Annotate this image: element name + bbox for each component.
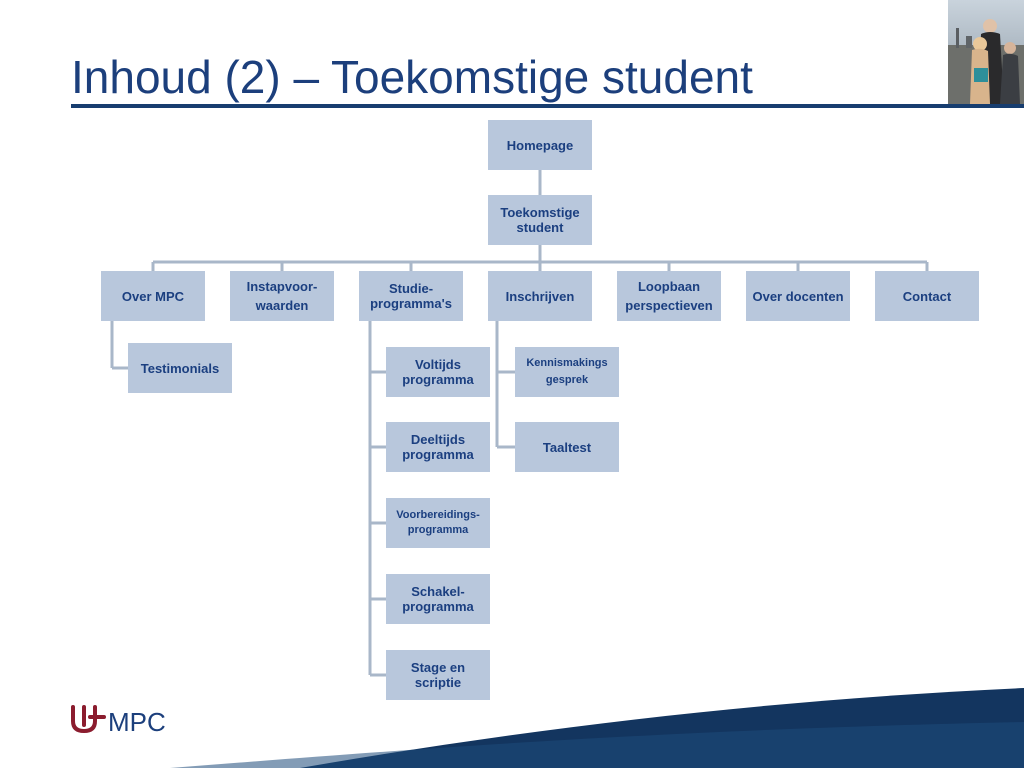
node-schakelprogramma: Schakel- programma (386, 574, 490, 624)
node-stage-en-scriptie: Stage en scriptie (386, 650, 490, 700)
node-instapvoorwaarden: Instapvoor- waarden (230, 271, 334, 321)
node-studieprogrammas: Studie- programma's (359, 271, 463, 321)
node-voorbereidingsprogramma: Voorbereidings- programma (386, 498, 490, 548)
node-deeltijds-programma: Deeltijds programma (386, 422, 490, 472)
node-voltijds-programma: Voltijds programma (386, 347, 490, 397)
node-loopbaan-perspectieven: Loopbaan perspectieven (617, 271, 721, 321)
logo-text: MPC (108, 707, 166, 737)
node-over-mpc: Over MPC (101, 271, 205, 321)
node-inschrijven: Inschrijven (488, 271, 592, 321)
title-underline (71, 104, 1024, 108)
node-over-docenten: Over docenten (746, 271, 850, 321)
node-contact: Contact (875, 271, 979, 321)
node-taaltest: Taaltest (515, 422, 619, 472)
node-homepage: Homepage (488, 120, 592, 170)
slide-title: Inhoud (2) – Toekomstige student (71, 51, 753, 103)
mpc-logo: MPC (70, 703, 170, 737)
students-photo (948, 0, 1024, 104)
node-toekomstige-student: Toekomstige student (488, 195, 592, 245)
node-kennismakingsgesprek: Kennismakings gesprek (515, 347, 619, 397)
footer-wave (170, 688, 1024, 768)
node-testimonials: Testimonials (128, 343, 232, 393)
